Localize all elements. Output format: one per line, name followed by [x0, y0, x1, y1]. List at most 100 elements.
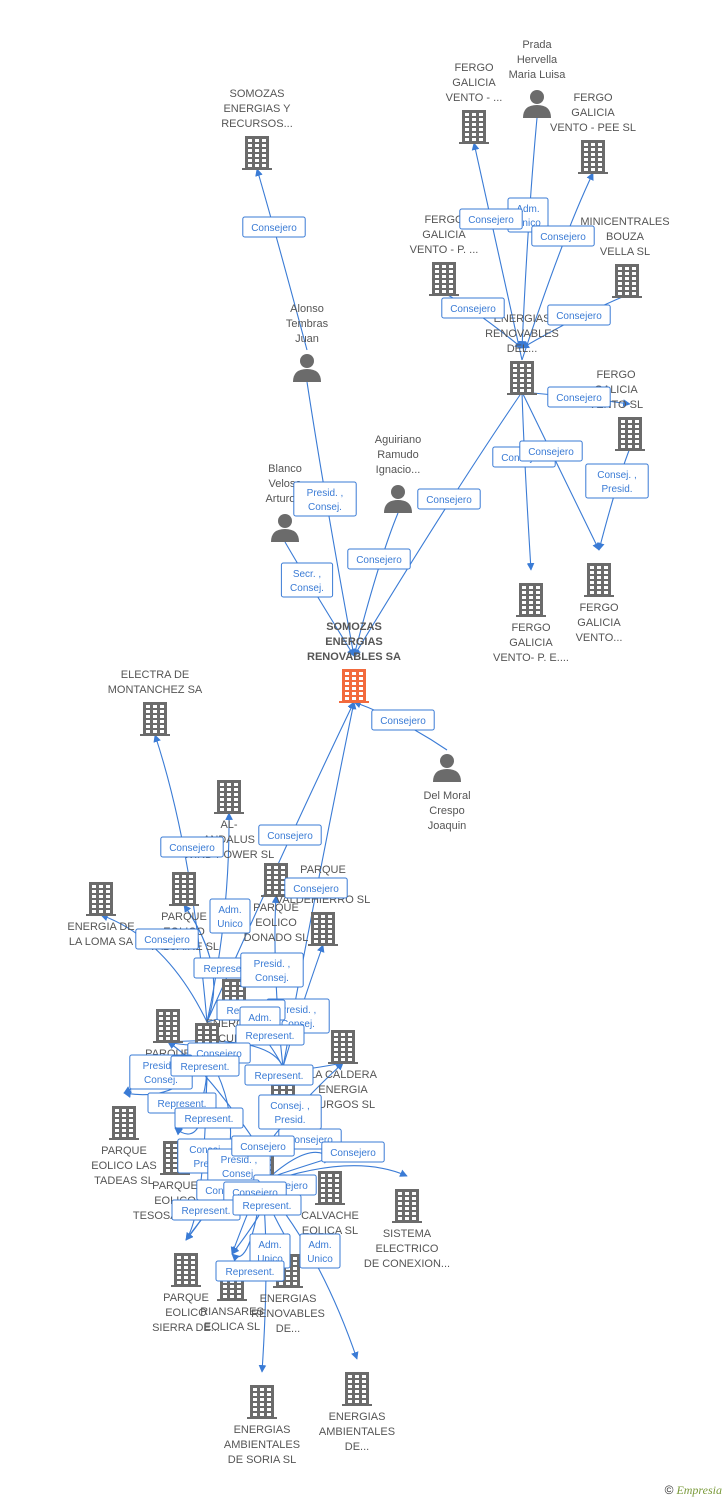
- company-icon[interactable]: [308, 912, 338, 946]
- node-label[interactable]: PARQUE: [152, 1180, 198, 1192]
- node-label[interactable]: ENERGIAS: [329, 1411, 386, 1423]
- node-label[interactable]: SOMOZAS: [229, 88, 284, 100]
- node-label[interactable]: RECURSOS...: [221, 118, 293, 130]
- node-label[interactable]: EOLICO LAS: [91, 1160, 156, 1172]
- company-icon[interactable]: [315, 1171, 345, 1205]
- node-label[interactable]: ENERGIAS: [234, 1424, 291, 1436]
- person-icon[interactable]: [523, 90, 551, 118]
- node-label[interactable]: Blanco: [268, 463, 302, 475]
- edge-label[interactable]: Consejero: [531, 225, 595, 247]
- node-label[interactable]: ENERGIAS: [494, 313, 551, 325]
- edge-label[interactable]: Adm.Unico: [299, 1233, 341, 1269]
- node-label[interactable]: GALICIA: [509, 637, 553, 649]
- company-icon[interactable]: [109, 1106, 139, 1140]
- company-icon[interactable]: [247, 1385, 277, 1419]
- company-icon[interactable]: [612, 264, 642, 298]
- node-label[interactable]: SOMOZAS: [326, 621, 382, 633]
- node-label[interactable]: Prada: [522, 39, 552, 51]
- node-label[interactable]: Ignacio...: [376, 464, 421, 476]
- edge-label[interactable]: Represent.: [171, 1199, 241, 1221]
- edge-label[interactable]: Consejero: [135, 928, 199, 950]
- node-label[interactable]: FERGO: [573, 92, 613, 104]
- node-label[interactable]: Alonso: [290, 303, 324, 315]
- node-label[interactable]: SISTEMA: [383, 1228, 432, 1240]
- node-label[interactable]: SIERRA DE...: [152, 1322, 220, 1334]
- node-label[interactable]: AMBIENTALES: [224, 1439, 300, 1451]
- node-label[interactable]: Joaquin: [428, 820, 467, 832]
- company-icon[interactable]: [242, 136, 272, 170]
- edge-label[interactable]: Consejero: [441, 297, 505, 319]
- node-label[interactable]: DONADO SL: [244, 932, 309, 944]
- node-label[interactable]: PARQUE: [163, 1292, 209, 1304]
- edge-label[interactable]: Consej. ,Presid.: [258, 1094, 322, 1130]
- node-label[interactable]: GALICIA: [422, 229, 466, 241]
- node-label[interactable]: VENTO - P. ...: [410, 244, 479, 256]
- node-label[interactable]: FERGO: [596, 369, 636, 381]
- company-icon[interactable]: [584, 563, 614, 597]
- edge-label[interactable]: Presid. ,Consej.: [240, 952, 304, 988]
- node-label[interactable]: Juan: [295, 333, 319, 345]
- node-label[interactable]: FERGO: [511, 622, 551, 634]
- company-icon[interactable]: [86, 882, 116, 916]
- node-label[interactable]: MONTANCHEZ SA: [108, 684, 203, 696]
- node-label[interactable]: VENTO...: [576, 632, 623, 644]
- node-label[interactable]: Tembras: [286, 318, 329, 330]
- edge-label[interactable]: Consej. ,Presid.: [585, 463, 649, 499]
- node-label[interactable]: TADEAS SL: [94, 1175, 154, 1187]
- node-label[interactable]: RENOVABLES SA: [307, 651, 401, 663]
- company-icon[interactable]: [169, 872, 199, 906]
- node-label[interactable]: VENTO - PEE SL: [550, 122, 636, 134]
- node-label[interactable]: Maria Luisa: [509, 69, 567, 81]
- node-label[interactable]: PARQUE: [101, 1145, 147, 1157]
- edge-label[interactable]: Represent.: [235, 1024, 305, 1046]
- node-label[interactable]: AL-: [220, 819, 237, 831]
- node-label[interactable]: ENERGIAS: [260, 1293, 317, 1305]
- company-icon[interactable]: [516, 583, 546, 617]
- node-label[interactable]: Veloso: [268, 478, 301, 490]
- node-label[interactable]: PARQUE: [161, 911, 207, 923]
- edge-label[interactable]: Represent.: [215, 1260, 285, 1282]
- node-label[interactable]: ELECTRICO: [376, 1243, 439, 1255]
- edge-label[interactable]: Consejero: [231, 1135, 295, 1157]
- person-icon[interactable]: [271, 514, 299, 542]
- company-icon[interactable]: [392, 1189, 422, 1223]
- node-label[interactable]: LA LOMA SA: [69, 936, 134, 948]
- node-label[interactable]: DE...: [276, 1323, 300, 1335]
- node-label[interactable]: ENERGIA DE: [67, 921, 134, 933]
- node-label[interactable]: VENTO- P. E....: [493, 652, 569, 664]
- edge-label[interactable]: Consejero: [160, 836, 224, 858]
- company-icon[interactable]: [615, 417, 645, 451]
- edge-label[interactable]: Secr. ,Consej.: [280, 562, 334, 598]
- node-label[interactable]: Hervella: [517, 54, 558, 66]
- node-label[interactable]: PARQUE: [300, 864, 346, 876]
- edge-label[interactable]: Adm.Unico: [209, 898, 251, 934]
- node-label[interactable]: ELECTRA DE: [121, 669, 189, 681]
- node-label[interactable]: DE CONEXION...: [364, 1258, 450, 1270]
- node-label[interactable]: GALICIA: [452, 77, 496, 89]
- edge-label[interactable]: Presid. ,Consej.: [293, 481, 357, 517]
- node-label[interactable]: AMBIENTALES: [319, 1426, 395, 1438]
- person-icon[interactable]: [384, 485, 412, 513]
- node-label[interactable]: CALVACHE: [301, 1210, 359, 1222]
- company-icon[interactable]: [342, 1372, 372, 1406]
- company-icon[interactable]: [140, 702, 170, 736]
- edge-label[interactable]: Consejero: [519, 440, 583, 462]
- node-label[interactable]: RENOVABLES: [251, 1308, 325, 1320]
- edge-label[interactable]: Represent.: [244, 1064, 314, 1086]
- edge-label[interactable]: Consejero: [459, 208, 523, 230]
- node-label[interactable]: MINICENTRALES: [580, 216, 669, 228]
- company-icon[interactable]: [578, 140, 608, 174]
- edge-label[interactable]: Consejero: [417, 488, 481, 510]
- node-label[interactable]: BURGOS SL: [311, 1099, 375, 1111]
- person-icon[interactable]: [293, 354, 321, 382]
- node-label[interactable]: Aguiriano: [375, 434, 421, 446]
- node-label[interactable]: FERGO: [454, 62, 494, 74]
- node-label[interactable]: ENERGIA: [318, 1084, 368, 1096]
- edge-label[interactable]: Consejero: [321, 1141, 385, 1163]
- node-label[interactable]: PARQUE: [253, 902, 299, 914]
- company-icon[interactable]: [459, 110, 489, 144]
- node-label[interactable]: DE SORIA SL: [228, 1454, 296, 1466]
- edge-label[interactable]: Consejero: [242, 216, 306, 238]
- company-icon[interactable]: [153, 1009, 183, 1043]
- node-label[interactable]: Del Moral: [423, 790, 470, 802]
